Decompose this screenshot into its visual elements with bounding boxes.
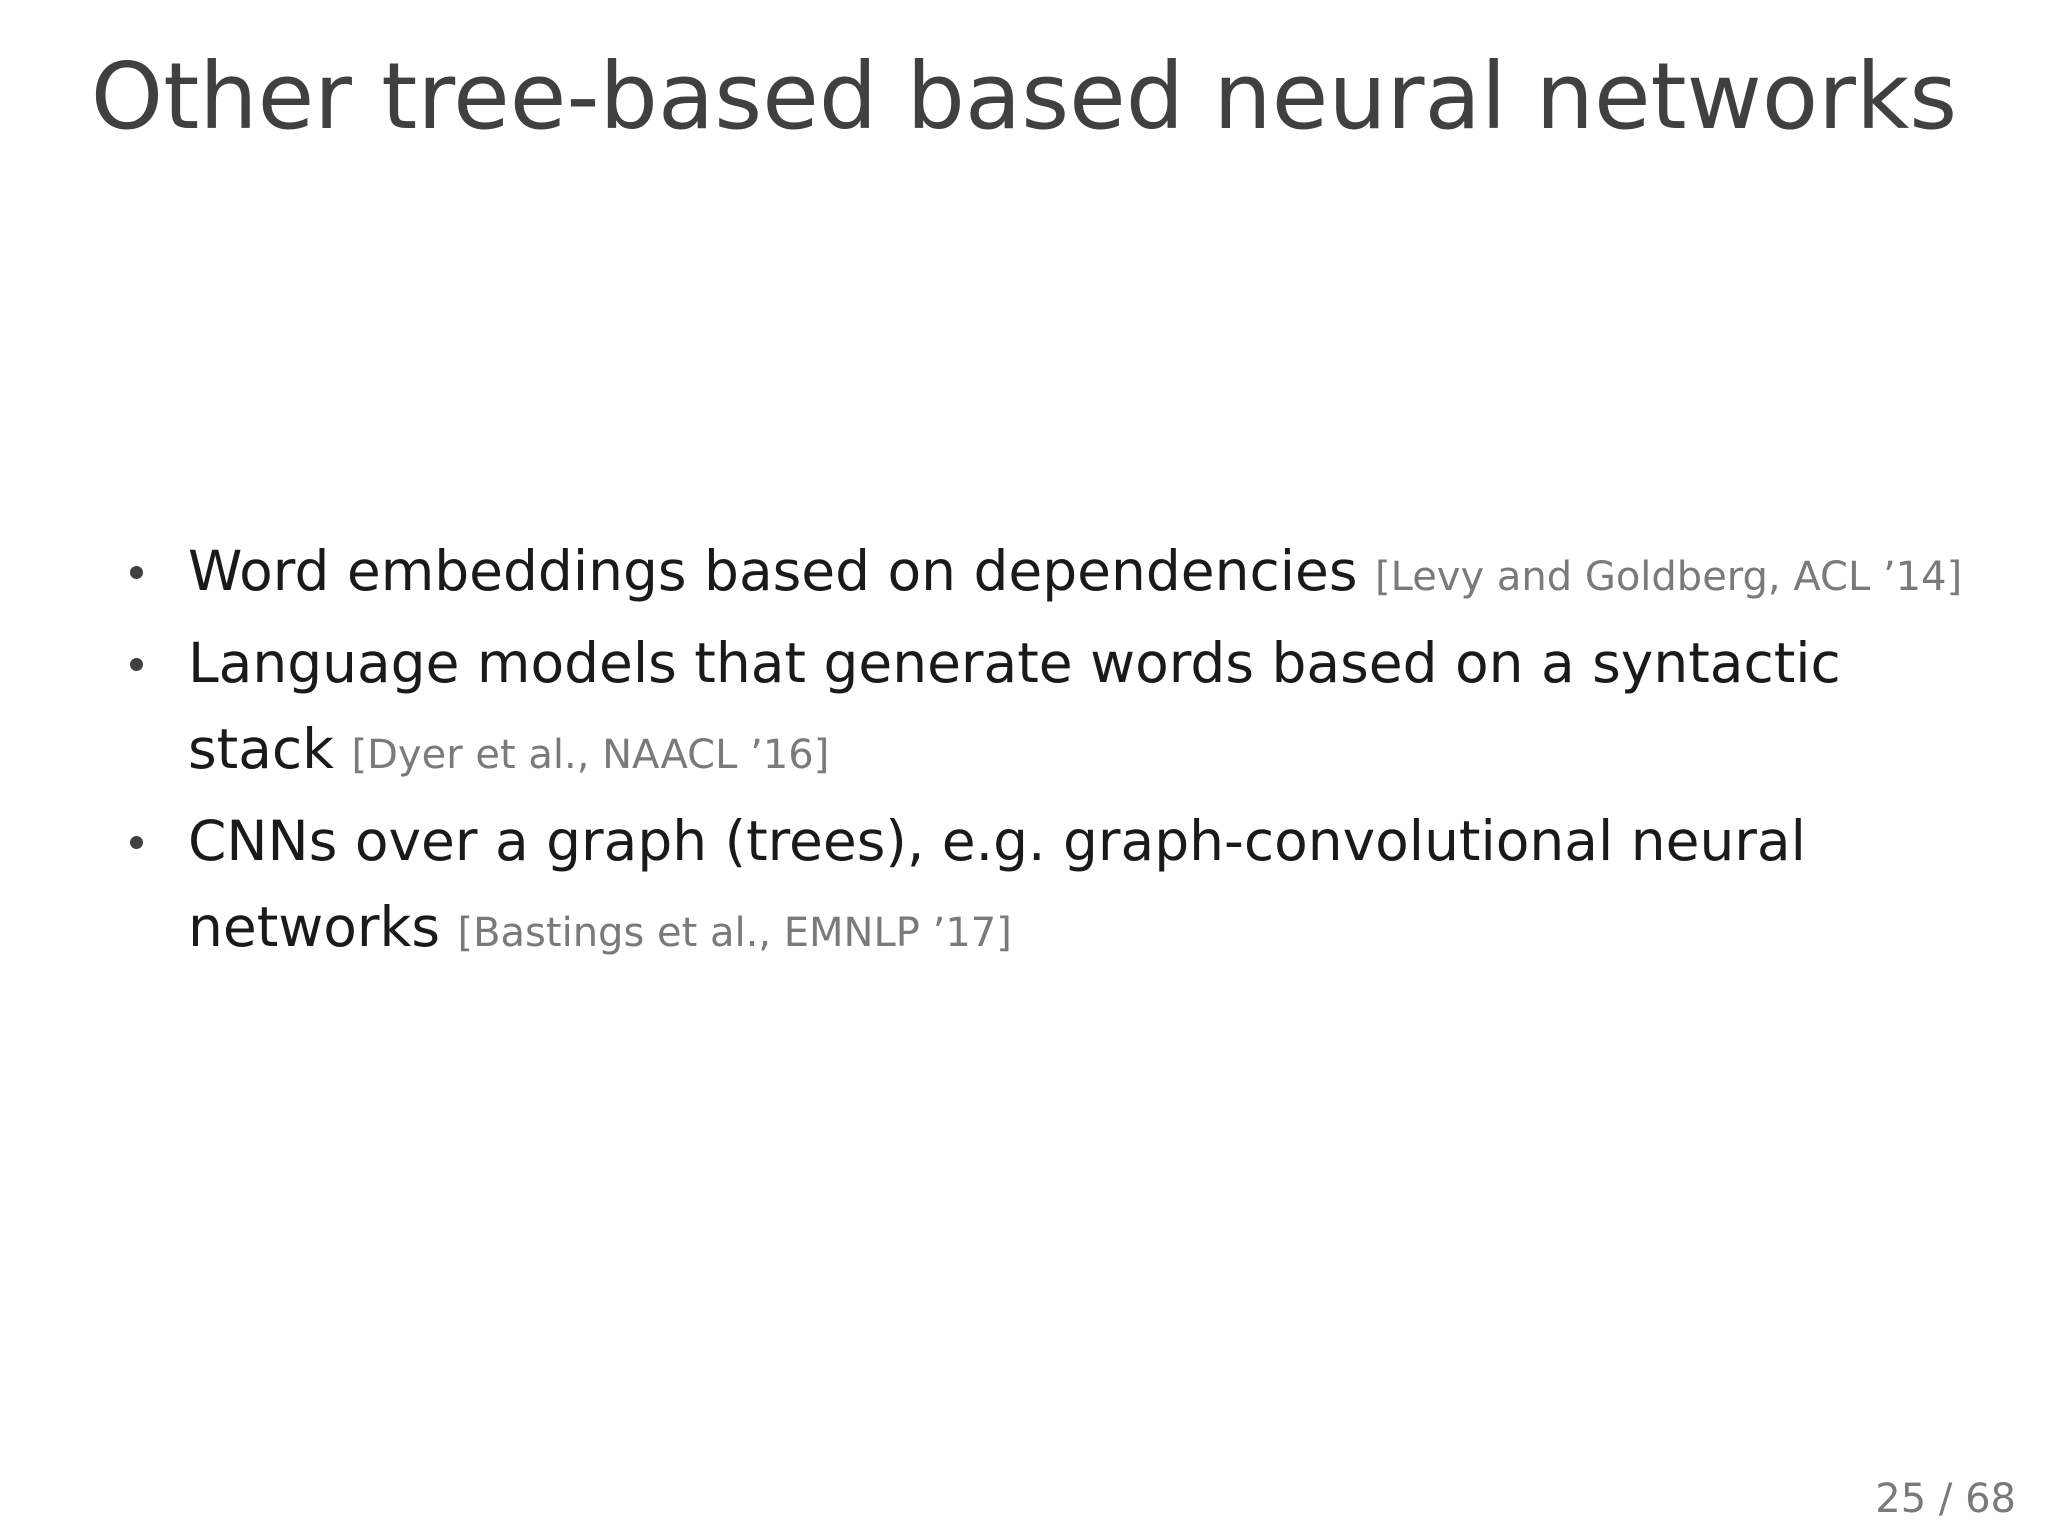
bullet-item: Word embeddings based on dependencies [L… [120, 528, 2000, 620]
bullet-text: Language models that generate words base… [188, 631, 1841, 781]
bullet-dot-icon [130, 836, 143, 849]
bullet-list: Word embeddings based on dependencies [L… [120, 528, 2000, 976]
bullet-dot-icon [130, 658, 143, 671]
slide-title: Other tree-based based neural networks [90, 43, 1958, 150]
citation: [Bastings et al., EMNLP ’17] [457, 910, 1012, 956]
bullet-text: CNNs over a graph (trees), e.g. graph-co… [188, 809, 1806, 959]
bullet-item: CNNs over a graph (trees), e.g. graph-co… [120, 798, 2000, 976]
citation: [Levy and Goldberg, ACL ’14] [1375, 554, 1963, 600]
citation: [Dyer et al., NAACL ’16] [351, 732, 830, 778]
page-number: 25 / 68 [1875, 1476, 2016, 1522]
bullet-item: Language models that generate words base… [120, 620, 2000, 798]
bullet-dot-icon [130, 566, 143, 579]
bullet-text: Word embeddings based on dependencies [188, 539, 1358, 603]
